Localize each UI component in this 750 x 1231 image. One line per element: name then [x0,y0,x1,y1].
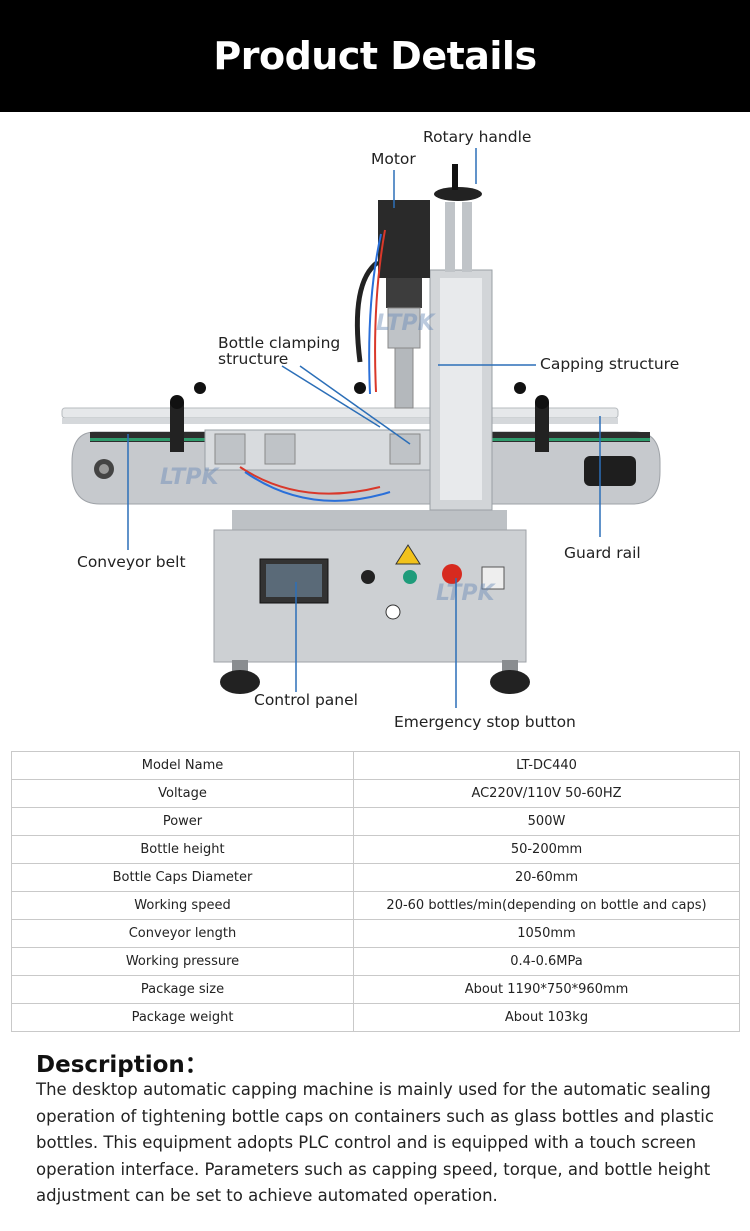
table-row: Working speed 20-60 bottles/min(dependin… [11,891,740,920]
spec-value: 0.4-0.6MPa [353,947,740,976]
table-row: Voltage AC220V/110V 50-60HZ [11,779,740,808]
table-row: Conveyor length 1050mm [11,919,740,948]
spec-label: Working pressure [11,947,354,976]
callout-rotary-handle: Rotary handle [423,128,532,146]
spec-label: Voltage [11,779,354,808]
spec-label: Model Name [11,751,354,780]
machine-figure: LTPK LTPK LTPK Rotary handle Motor Bottl… [0,112,750,752]
spec-label: Conveyor length [11,919,354,948]
spec-value: About 1190*750*960mm [353,975,740,1004]
machine-illustration: LTPK LTPK LTPK [61,148,661,708]
description-title: Description： [36,1052,208,1078]
description-body: The desktop automatic capping machine is… [36,1080,714,1205]
spec-value: 20-60 bottles/min(depending on bottle an… [353,891,740,920]
spec-value: About 103kg [353,1003,740,1032]
watermark-text: LTPK [160,465,221,490]
callout-emergency-stop: Emergency stop button [394,713,576,731]
table-row: Power 500W [11,807,740,836]
callout-control-panel: Control panel [254,691,358,709]
spec-label: Bottle height [11,835,354,864]
page-title: Product Details [213,34,537,78]
spec-label: Working speed [11,891,354,920]
callout-guard-rail: Guard rail [564,544,641,562]
spec-value: LT-DC440 [353,751,740,780]
spec-value: 500W [353,807,740,836]
callout-conveyor-belt: Conveyor belt [77,553,186,571]
spec-value: 20-60mm [353,863,740,892]
spec-label: Power [11,807,354,836]
leader-lines [127,148,601,708]
table-row: Model Name LT-DC440 [11,751,740,780]
watermark-text: LTPK [436,581,497,606]
watermark-text: LTPK [376,311,437,336]
callout-bottle-clamping: Bottle clamping [218,334,341,352]
table-row: Package size About 1190*750*960mm [11,975,740,1004]
callout-bottle-clamping-structure: structure [218,350,289,368]
table-row: Bottle Caps Diameter 20-60mm [11,863,740,892]
spec-label: Package weight [11,1003,354,1032]
table-row: Package weight About 103kg [11,1003,740,1032]
spec-value: 1050mm [353,919,740,948]
spec-value: 50-200mm [353,835,740,864]
callout-motor: Motor [371,150,416,168]
spec-label: Bottle Caps Diameter [11,863,354,892]
callout-capping-structure: Capping structure [540,355,680,373]
table-row: Bottle height 50-200mm [11,835,740,864]
spec-value: AC220V/110V 50-60HZ [353,779,740,808]
table-row: Working pressure 0.4-0.6MPa [11,947,740,976]
spec-label: Package size [11,975,354,1004]
header-banner: Product Details [0,0,750,112]
spec-table: Model Name LT-DC440 Voltage AC220V/110V … [11,751,740,1032]
